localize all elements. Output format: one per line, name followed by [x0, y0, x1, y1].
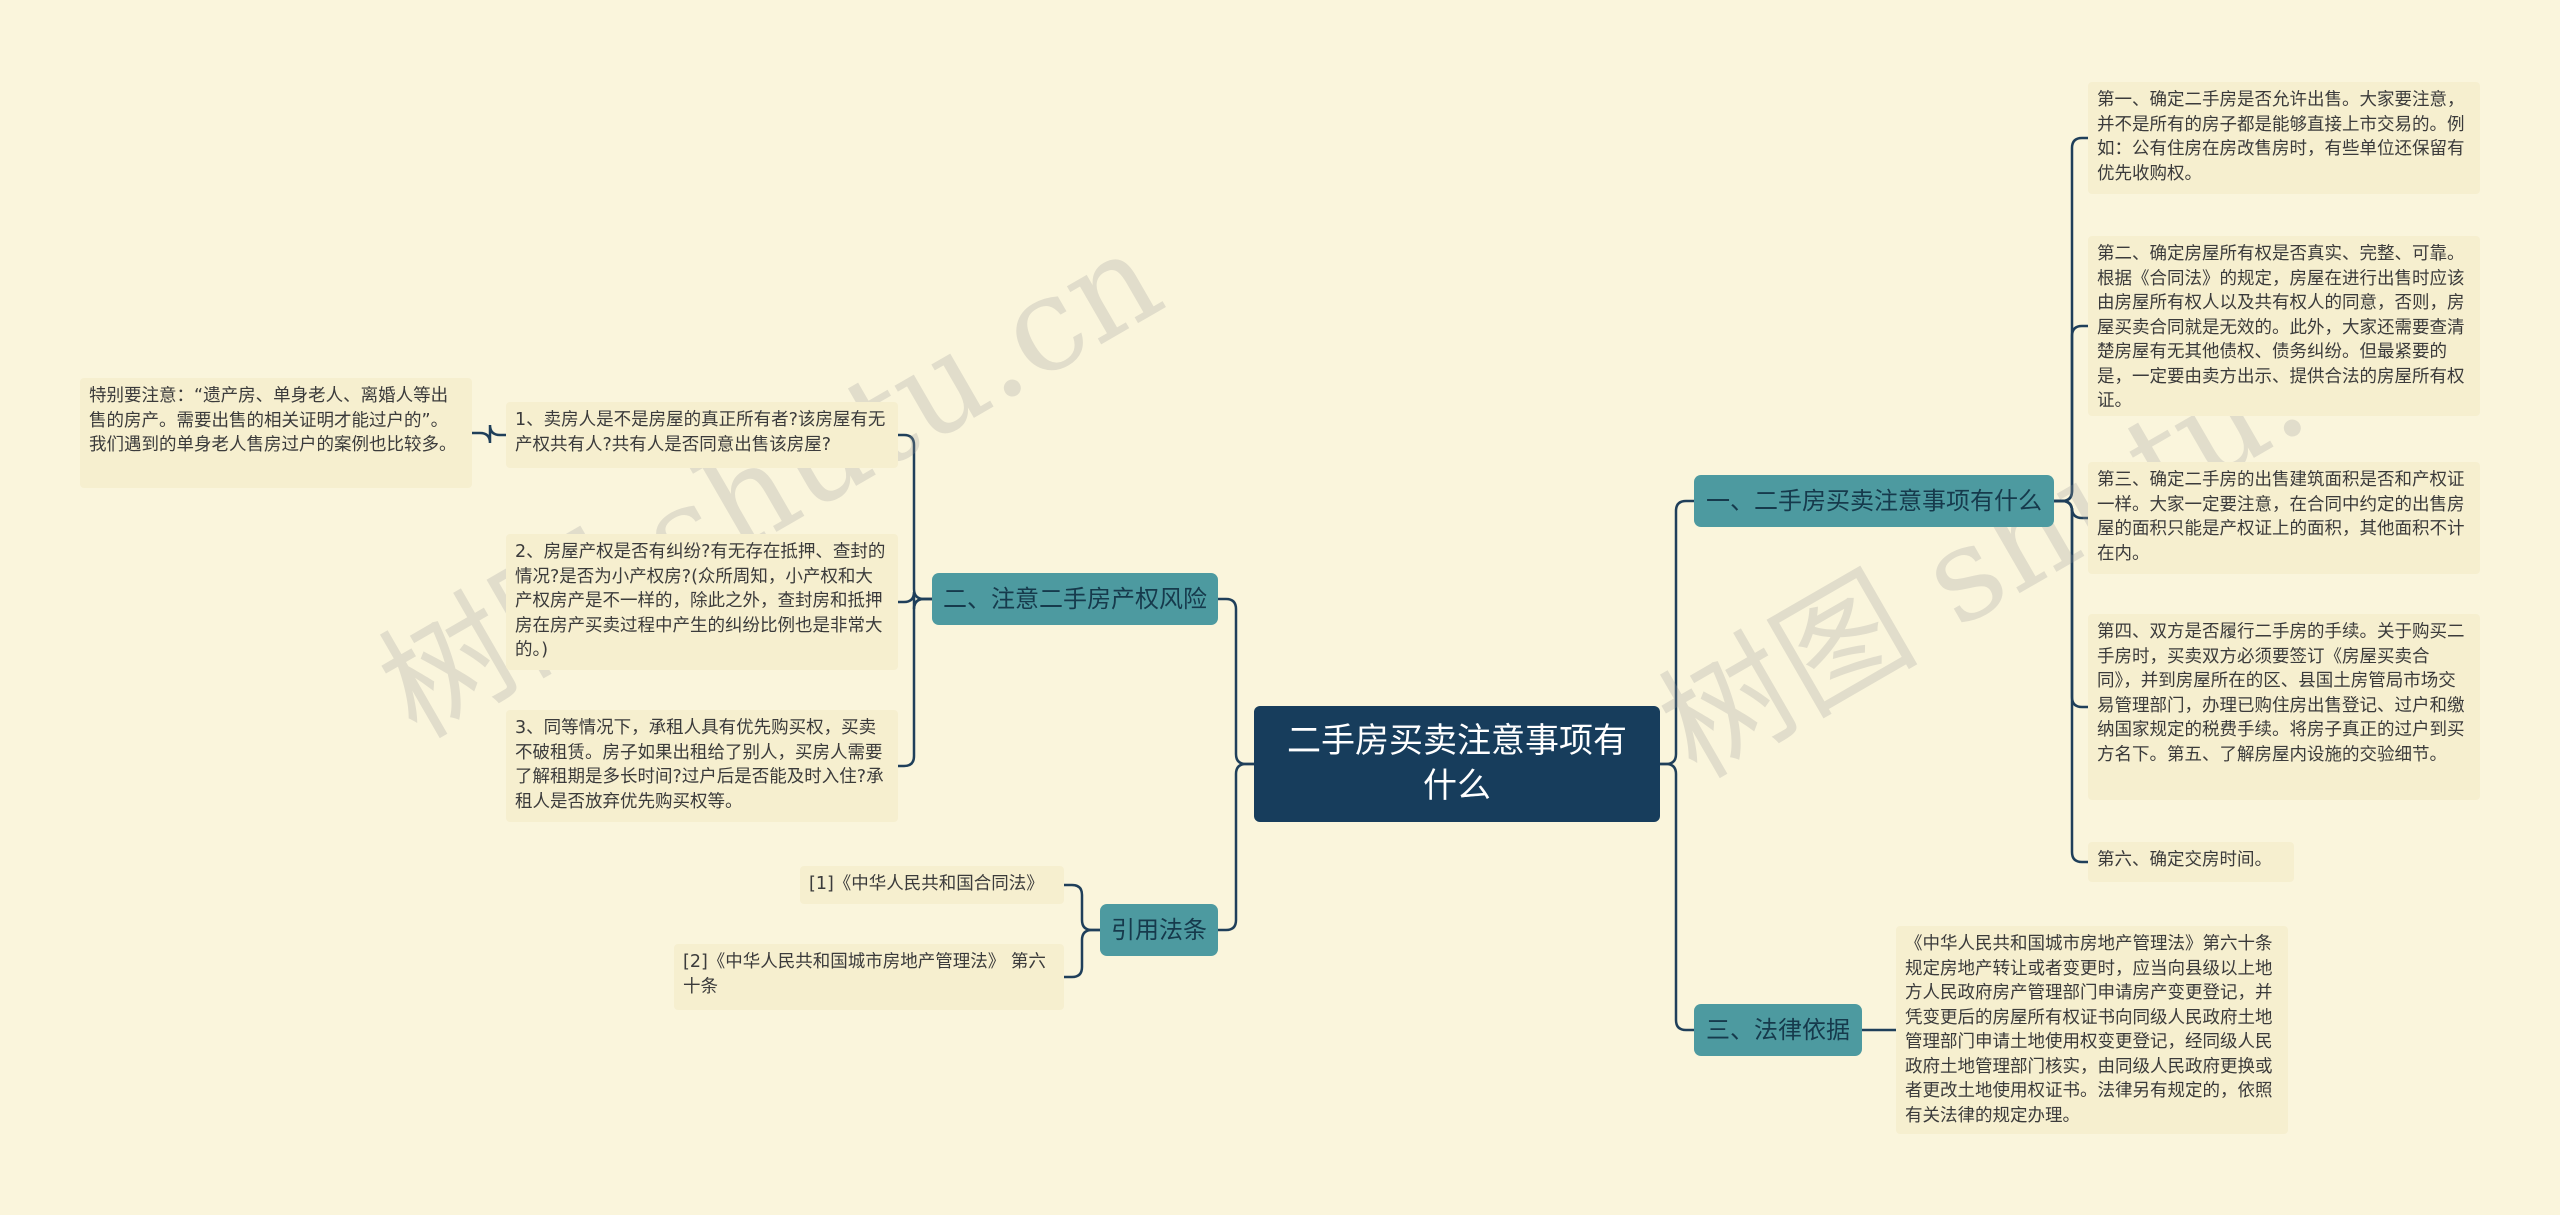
connector-line	[1660, 762, 1694, 1032]
branch-cited-laws[interactable]: 引用法条	[1100, 904, 1218, 956]
leaf-note-2[interactable]: 第二、确定房屋所有权是否真实、完整、可靠。根据《合同法》的规定，房屋在进行出售时…	[2088, 236, 2480, 416]
connector-line	[1218, 597, 1254, 766]
leaf-risk-2[interactable]: 2、房屋产权是否有纠纷?有无存在抵押、查封的情况?是否为小产权房?(众所周知，小…	[506, 534, 898, 670]
branch-legal-basis[interactable]: 三、法律依据	[1694, 1004, 1862, 1056]
connector-line	[898, 433, 932, 601]
connector-line	[1218, 762, 1254, 932]
connector-line	[1064, 883, 1100, 932]
connector-line	[2054, 499, 2088, 864]
connector-line	[1064, 928, 1100, 979]
branch-notes[interactable]: 一、二手房买卖注意事项有什么	[1694, 475, 2054, 527]
leaf-note-4[interactable]: 第四、双方是否履行二手房的手续。关于购买二手房时，买卖双方必须要签订《房屋买卖合…	[2088, 614, 2480, 800]
leaf-note-3[interactable]: 第三、确定二手房的出售建筑面积是否和产权证一样。大家一定要注意，在合同中约定的出…	[2088, 462, 2480, 574]
leaf-risk-1[interactable]: 1、卖房人是不是房屋的真正所有者?该房屋有无产权共有人?共有人是否同意出售该房屋…	[506, 402, 898, 468]
leaf-cited-law-2[interactable]: [2]《中华人民共和国城市房地产管理法》 第六十条	[674, 944, 1064, 1010]
leaf-cited-law-1[interactable]: [1]《中华人民共和国合同法》	[800, 866, 1064, 904]
branch-title-risk[interactable]: 二、注意二手房产权风险	[932, 573, 1218, 625]
leaf-note-1[interactable]: 第一、确定二手房是否允许出售。大家要注意，并不是所有的房子都是能够直接上市交易的…	[2088, 82, 2480, 194]
connector-line	[1660, 499, 1694, 766]
connector-line	[898, 597, 932, 768]
leaf-risk-3[interactable]: 3、同等情况下，承租人具有优先购买权，买卖不破租赁。房子如果出租给了别人，买房人…	[506, 710, 898, 822]
root-topic[interactable]: 二手房买卖注意事项有什么	[1254, 706, 1660, 822]
leaf-special-attention[interactable]: 特别要注意：“遗产房、单身老人、离婚人等出售的房产。需要出售的相关证明才能过户的…	[80, 378, 472, 488]
connector-line	[2054, 324, 2088, 503]
leaf-note-6[interactable]: 第六、确定交房时间。	[2088, 842, 2294, 882]
leaf-legal-basis[interactable]: 《中华人民共和国城市房地产管理法》第六十条规定房地产转让或者变更时，应当向县级以…	[1896, 926, 2288, 1134]
connector-line	[472, 424, 506, 444]
